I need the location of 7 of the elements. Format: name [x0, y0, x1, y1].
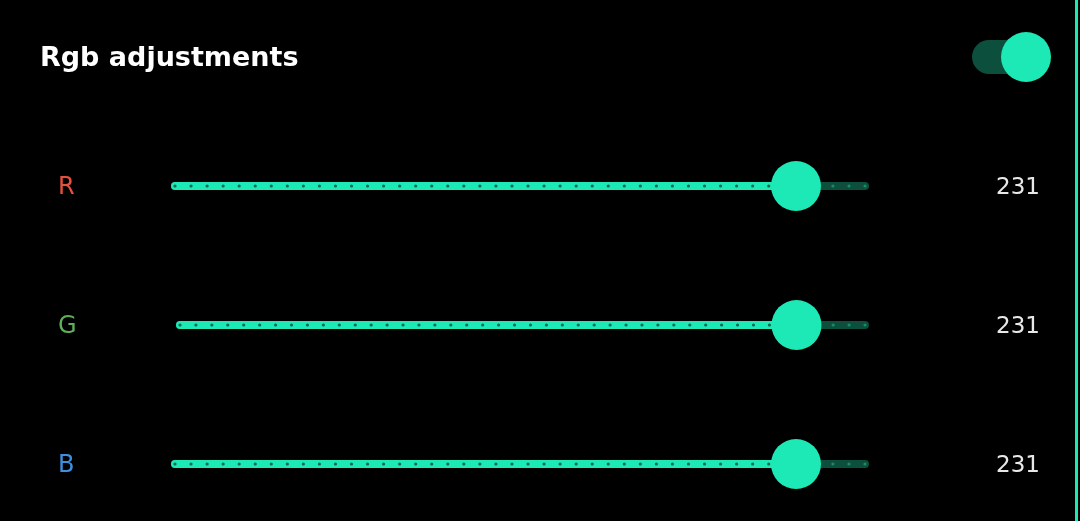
settings-title: Rgb adjustments — [40, 40, 299, 74]
channel-label: R — [58, 171, 75, 201]
value-label: 231 — [996, 450, 1040, 479]
value-label: 231 — [996, 172, 1040, 201]
channel-label: B — [58, 449, 75, 479]
channel-label: G — [58, 310, 77, 340]
value-label: 231 — [996, 311, 1040, 340]
